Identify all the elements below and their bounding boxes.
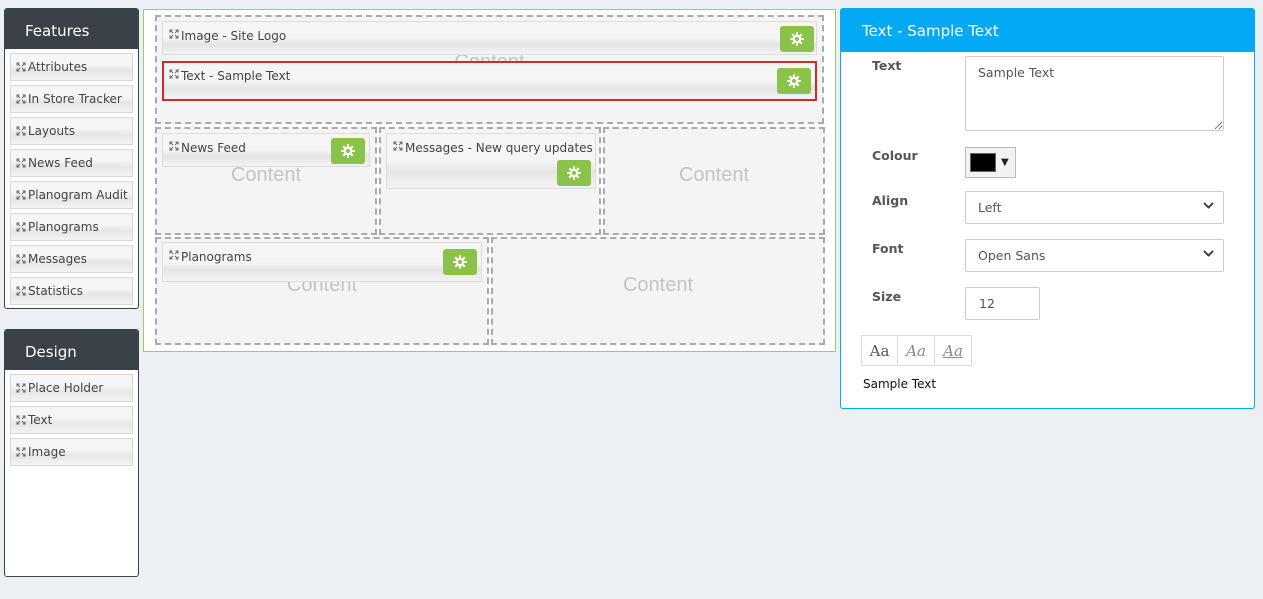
feature-item-statistics[interactable]: Statistics bbox=[10, 277, 133, 305]
move-icon bbox=[16, 447, 26, 457]
design-item-place-holder[interactable]: Place Holder bbox=[10, 374, 133, 402]
move-icon bbox=[16, 254, 26, 264]
move-icon bbox=[169, 69, 179, 79]
design-item-label: Image bbox=[28, 445, 66, 459]
feature-item-label: In Store Tracker bbox=[28, 92, 122, 106]
widget-label: News Feed bbox=[181, 141, 246, 155]
move-icon bbox=[169, 141, 179, 151]
colour-picker[interactable]: ▼ bbox=[965, 147, 1016, 178]
properties-title: Text - Sample Text bbox=[841, 9, 1254, 52]
widget-label: Image - Site Logo bbox=[181, 29, 287, 43]
design-list: Place Holder Text Image bbox=[5, 370, 138, 466]
design-item-text[interactable]: Text bbox=[10, 406, 133, 434]
text-input[interactable]: Sample Text bbox=[965, 56, 1224, 131]
move-icon bbox=[393, 141, 403, 151]
colour-label: Colour bbox=[872, 148, 918, 163]
move-icon bbox=[16, 383, 26, 393]
move-icon bbox=[16, 222, 26, 232]
design-item-image[interactable]: Image bbox=[10, 438, 133, 466]
move-icon bbox=[16, 415, 26, 425]
text-preview: Sample Text bbox=[863, 377, 937, 391]
move-icon bbox=[16, 158, 26, 168]
zone-bottom-left[interactable]: Content Planograms bbox=[155, 237, 489, 345]
font-label: Font bbox=[872, 241, 904, 256]
design-item-label: Place Holder bbox=[28, 381, 104, 395]
feature-item-label: Layouts bbox=[28, 124, 76, 138]
zone-top[interactable]: Content Image - Site Logo Text - Sample … bbox=[155, 15, 824, 124]
widget-label: Messages - New query updates bbox=[405, 141, 593, 155]
feature-item-messages[interactable]: Messages bbox=[10, 245, 133, 273]
feature-item-planogram-audit[interactable]: Planogram Audit bbox=[10, 181, 133, 209]
move-icon bbox=[16, 126, 26, 136]
zone-bottom-right[interactable]: Content bbox=[491, 237, 825, 345]
font-style-underline-button[interactable]: Aa bbox=[935, 335, 972, 366]
design-item-label: Text bbox=[28, 413, 53, 427]
feature-item-label: Messages bbox=[28, 252, 87, 266]
feature-item-label: Attributes bbox=[28, 60, 88, 74]
zone-middle-right[interactable]: Content bbox=[603, 127, 825, 235]
zone-middle-center[interactable]: Messages - New query updates bbox=[379, 127, 601, 235]
widget-messages[interactable]: Messages - New query updates bbox=[386, 133, 596, 189]
feature-item-planograms[interactable]: Planograms bbox=[10, 213, 133, 241]
gear-icon[interactable] bbox=[557, 160, 591, 186]
widget-label: Text - Sample Text bbox=[181, 69, 291, 83]
move-icon bbox=[169, 29, 179, 39]
size-input[interactable] bbox=[965, 287, 1040, 320]
widget-label: Planograms bbox=[181, 250, 252, 264]
feature-item-label: News Feed bbox=[28, 156, 93, 170]
align-select-wrap: Left bbox=[965, 191, 1224, 224]
zone-middle-left[interactable]: Content News Feed bbox=[155, 127, 377, 235]
feature-item-layouts[interactable]: Layouts bbox=[10, 117, 133, 145]
widget-planograms[interactable]: Planograms bbox=[162, 242, 482, 282]
move-icon bbox=[169, 250, 179, 260]
caret-down-icon: ▼ bbox=[1001, 157, 1009, 168]
font-style-normal-button[interactable]: Aa bbox=[861, 335, 898, 366]
zone-content-label: Content bbox=[622, 274, 694, 296]
feature-item-in-store-tracker[interactable]: In Store Tracker bbox=[10, 85, 133, 113]
move-icon bbox=[16, 94, 26, 104]
features-title: Features bbox=[5, 9, 138, 49]
font-style-italic-button[interactable]: Aa bbox=[898, 335, 935, 366]
zone-content-label: Content bbox=[230, 164, 302, 186]
design-title: Design bbox=[5, 330, 138, 370]
text-label: Text bbox=[872, 58, 902, 73]
align-label: Align bbox=[872, 193, 909, 208]
widget-image-site-logo[interactable]: Image - Site Logo bbox=[162, 21, 817, 55]
feature-item-attributes[interactable]: Attributes bbox=[10, 53, 133, 81]
properties-panel: Text - Sample Text Text Sample Text Colo… bbox=[840, 8, 1255, 409]
size-label: Size bbox=[872, 289, 902, 304]
font-style-group: Aa Aa Aa bbox=[861, 335, 972, 366]
feature-item-label: Planogram Audit bbox=[28, 188, 128, 202]
align-select[interactable]: Left bbox=[965, 191, 1224, 224]
design-panel: Design Place Holder Text Image bbox=[4, 329, 139, 577]
feature-item-news-feed[interactable]: News Feed bbox=[10, 149, 133, 177]
widget-text-sample-text[interactable]: Text - Sample Text bbox=[162, 61, 817, 101]
feature-item-label: Statistics bbox=[28, 284, 83, 298]
move-icon bbox=[16, 190, 26, 200]
layout-canvas: Content Image - Site Logo Text - Sample … bbox=[143, 9, 836, 352]
gear-icon[interactable] bbox=[777, 68, 811, 94]
gear-icon[interactable] bbox=[331, 138, 365, 164]
zone-content-label: Content bbox=[678, 164, 750, 186]
gear-icon[interactable] bbox=[443, 249, 477, 275]
font-select[interactable]: Open Sans bbox=[965, 239, 1224, 272]
gear-icon[interactable] bbox=[780, 26, 814, 52]
colour-swatch bbox=[970, 153, 996, 172]
features-panel: Features Attributes In Store Tracker Lay… bbox=[4, 8, 139, 309]
font-select-wrap: Open Sans bbox=[965, 239, 1224, 272]
widget-news-feed[interactable]: News Feed bbox=[162, 133, 370, 167]
move-icon bbox=[16, 62, 26, 72]
move-icon bbox=[16, 286, 26, 296]
features-list: Attributes In Store Tracker Layouts News… bbox=[5, 49, 138, 305]
feature-item-label: Planograms bbox=[28, 220, 99, 234]
